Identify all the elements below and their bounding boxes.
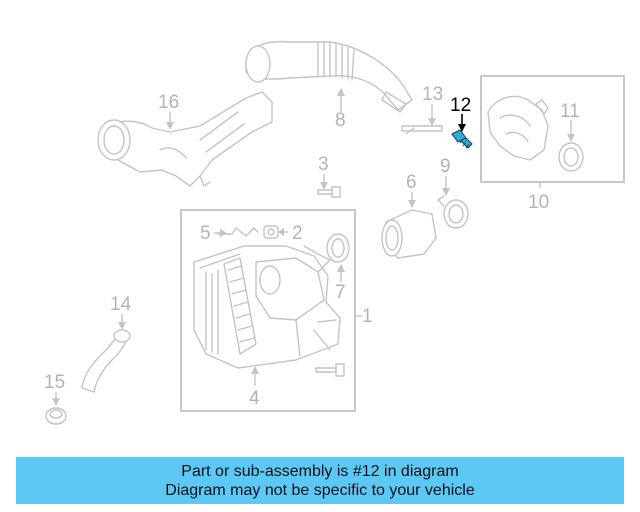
part-13-bracket[interactable] [401,125,443,135]
part-11-seal-ring[interactable] [558,142,584,172]
part-10-throttle-housing[interactable] [487,95,549,161]
callout-labels: 1 2 3 4 5 6 7 8 9 10 11 12 13 14 15 16 [44,84,580,409]
air-cleaner-assembly-frame [180,209,356,412]
part-1-air-cleaner-housing[interactable] [193,245,341,369]
banner-line-1: Part or sub-assembly is #12 in diagram [181,463,459,480]
info-banner: Part or sub-assembly is #12 in diagram D… [16,457,624,504]
housing-bolt[interactable] [315,363,345,377]
callout-13: 13 [422,84,443,105]
callout-12: 12 [450,95,471,116]
callout-5: 5 [200,223,211,244]
callout-10: 10 [528,192,549,213]
callout-7: 7 [335,282,346,303]
callout-1: 1 [362,306,373,327]
callout-8: 8 [335,110,346,131]
leader-lines [52,88,575,406]
part-6-air-flow-meter[interactable] [381,209,437,259]
part-9-clamp[interactable] [437,195,469,229]
throttle-body-group-frame [480,75,625,183]
callout-14: 14 [110,294,132,315]
callout-4: 4 [249,388,260,409]
part-2-grommet[interactable] [263,225,279,239]
callout-9: 9 [440,156,451,177]
callout-16: 16 [158,92,179,113]
callout-3: 3 [318,154,329,175]
bolt-threads [459,138,470,149]
part-5-bracket[interactable] [217,227,259,237]
part-14-hose[interactable] [81,329,131,393]
part-8-intake-hose[interactable] [245,40,413,113]
part-3-bolt[interactable] [317,186,341,198]
part-16-air-duct[interactable] [97,91,273,187]
banner-line-2: Diagram may not be specific to your vehi… [165,482,475,499]
callout-11: 11 [560,101,580,122]
callout-6: 6 [406,172,417,193]
part-7-gasket[interactable] [326,233,350,263]
part-15-clamp[interactable] [45,407,67,425]
callout-15: 15 [44,372,65,393]
part-12-bolt[interactable] [451,129,473,149]
parts-diagram: 1 2 3 4 5 6 7 8 9 10 11 12 13 14 15 16 [44,40,625,425]
callout-2: 2 [292,223,303,244]
